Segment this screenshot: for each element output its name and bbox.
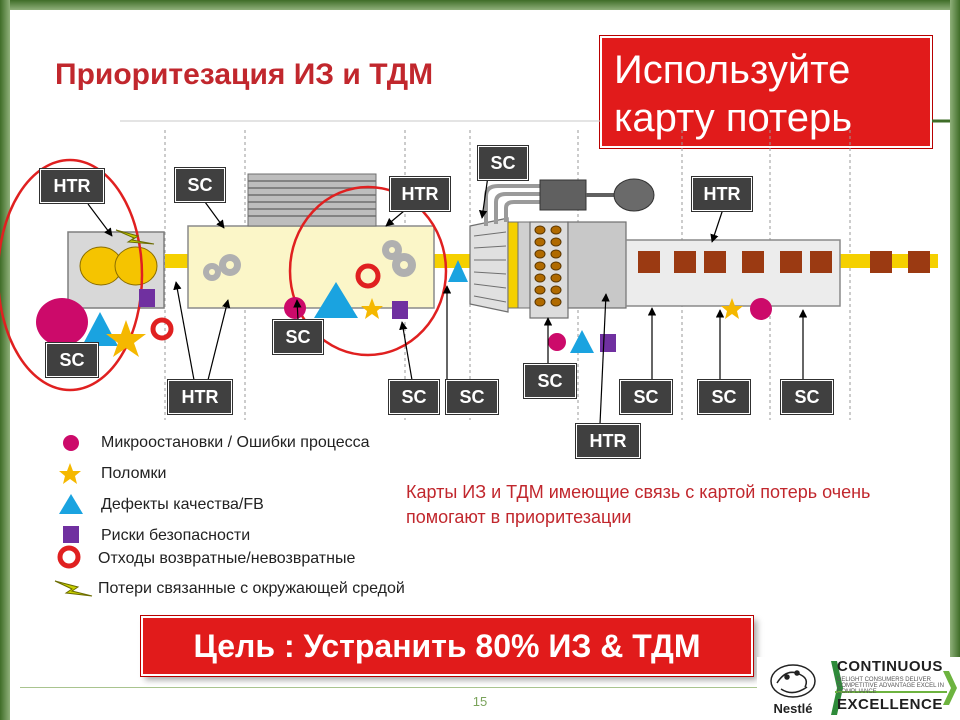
- label-sc: SC: [781, 380, 833, 414]
- triangle-icon: [59, 494, 83, 514]
- logo-graphic: [770, 661, 957, 715]
- legend-icons: [54, 435, 93, 597]
- label-sc: SC: [620, 380, 672, 414]
- page-number: 15: [472, 694, 488, 709]
- continuous-excellence-logo: Nestlé CONTINUOUS DELIGHT CONSUMERS DELI…: [757, 657, 960, 720]
- legend-waste: Отходы возвратные/невозвратные: [98, 550, 356, 567]
- motor-block: [539, 179, 587, 211]
- loss-map-callout: Используйте карту потерь: [600, 36, 932, 148]
- legend-safety-risks: Риски безопасности: [101, 527, 251, 544]
- label-htr: HTR: [576, 424, 640, 458]
- logo-continuous: CONTINUOUS: [837, 658, 943, 675]
- hopper: [247, 173, 377, 227]
- red-dot-icon: [63, 435, 79, 451]
- quality-defect-markers: [82, 260, 594, 353]
- motor-icon: [613, 178, 655, 212]
- product-boxes: [638, 251, 930, 273]
- legend-quality-defects: Дефекты качества/FB: [101, 496, 264, 513]
- priority-note: Карты ИЗ и ТДМ имеющие связь с картой по…: [406, 482, 871, 527]
- nestle-brand: Nestlé: [773, 701, 813, 716]
- breakdown-markers: [106, 298, 743, 357]
- frame-right: [950, 0, 960, 720]
- nest-bird-icon: [770, 664, 816, 698]
- goal-banner: Цель : Устранить 80% ИЗ & ТДМ: [141, 616, 753, 676]
- label-sc: SC: [478, 146, 528, 180]
- label-htr: HTR: [390, 177, 450, 211]
- highlight-ring-left: [0, 158, 144, 392]
- excellence-chevrons: [831, 661, 957, 715]
- label-sc: SC: [524, 364, 576, 398]
- label-sc: SC: [46, 343, 98, 377]
- label-sc: SC: [273, 320, 323, 354]
- lightning-icon: [115, 229, 155, 245]
- label-htr: HTR: [40, 169, 104, 203]
- logo-tagline: DELIGHT CONSUMERS DELIVER COMPETITIVE AD…: [837, 677, 944, 695]
- footer-rule: [20, 687, 760, 688]
- frame-top: [0, 0, 960, 10]
- pipes: [484, 184, 540, 226]
- waste-markers: [150, 263, 381, 341]
- label-sc: SC: [446, 380, 498, 414]
- label-sc: SC: [698, 380, 750, 414]
- lightning-icon: [54, 580, 93, 597]
- frame-left: [0, 0, 10, 720]
- microstop-markers: [36, 297, 772, 351]
- red-ring-icon: [57, 545, 81, 569]
- roll-right-icon: [114, 246, 158, 286]
- legend-breakdowns: Поломки: [101, 465, 167, 482]
- station-3-machine: [469, 217, 627, 319]
- legend-microstops: Микроостановки / Ошибки процесса: [101, 434, 370, 451]
- highlight-ring-center: [288, 185, 448, 357]
- mold-cavities: [534, 225, 562, 307]
- callout-line-1: Используйте: [614, 48, 851, 92]
- label-htr: HTR: [168, 380, 232, 414]
- callout-line-2: карту потерь: [614, 96, 853, 140]
- star-icon: [59, 463, 81, 484]
- page-title: Приоритезация ИЗ и ТДМ: [55, 58, 434, 91]
- legend-environment: Потери связанные с окружающей средой: [98, 580, 405, 597]
- purple-square-icon: [63, 526, 79, 543]
- station-4-conveyor: [625, 239, 841, 307]
- label-htr: HTR: [692, 177, 752, 211]
- label-sc: SC: [175, 168, 225, 202]
- label-sc: SC: [389, 380, 439, 414]
- logo-excellence: EXCELLENCE: [837, 696, 943, 713]
